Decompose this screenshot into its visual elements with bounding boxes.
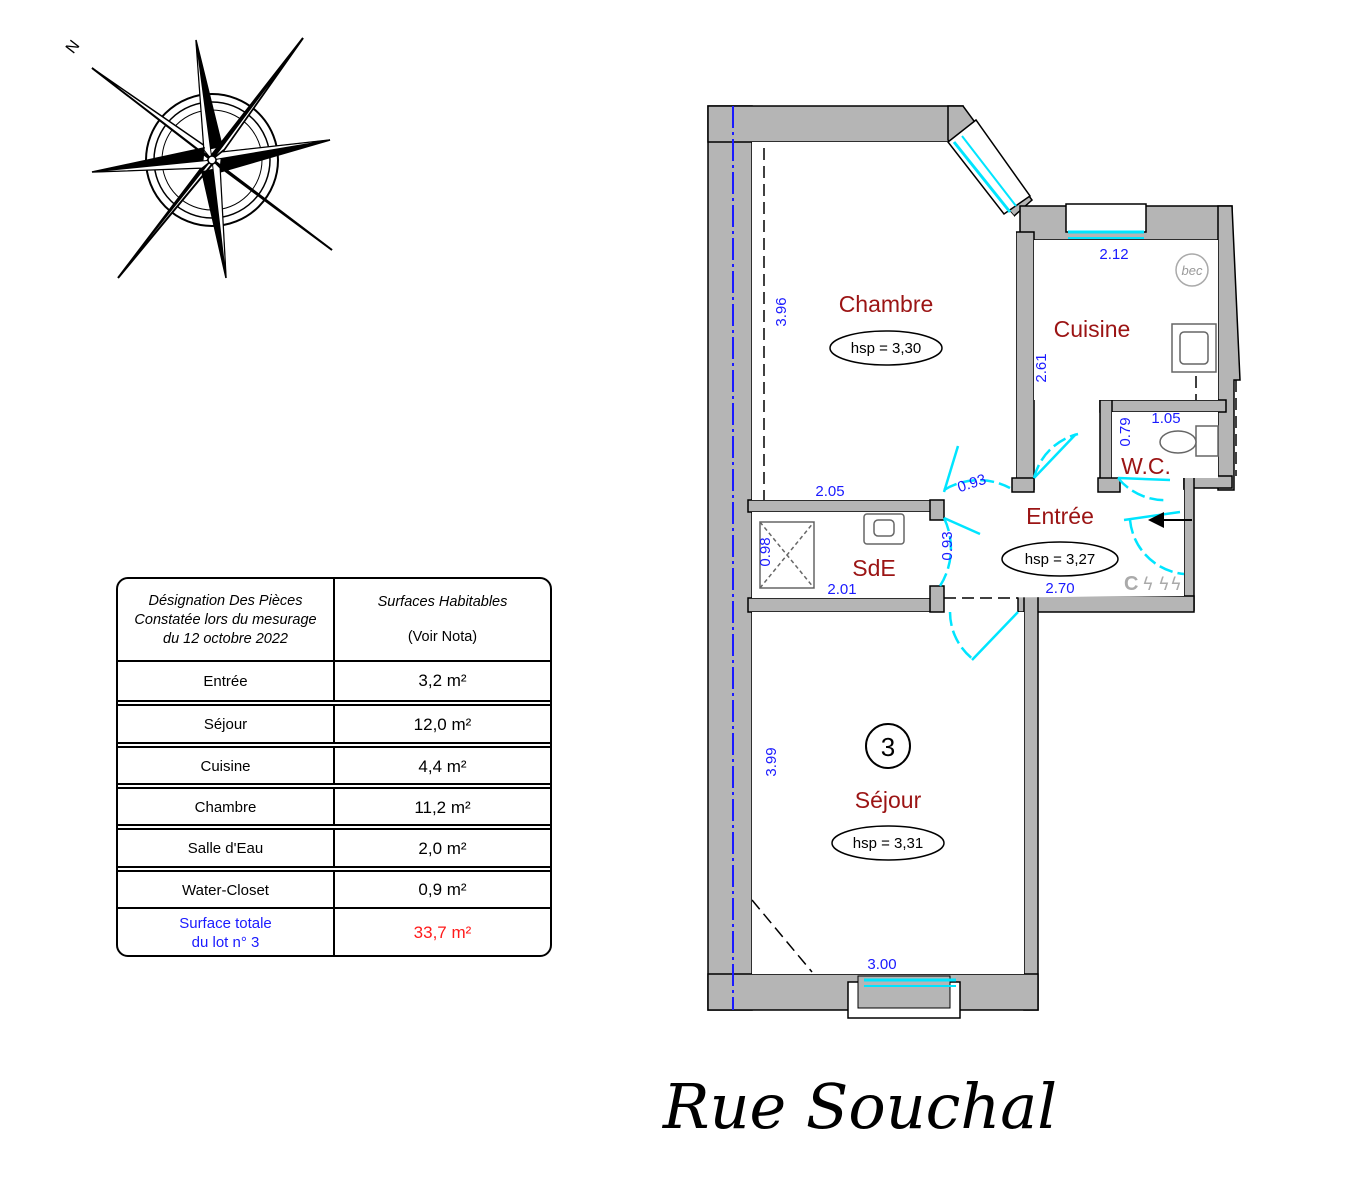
svg-text:ϟ: ϟ bbox=[1158, 574, 1170, 595]
total-label: Surface totale du lot n° 3 bbox=[118, 909, 335, 955]
total-value: 33,7 m² bbox=[413, 923, 472, 942]
lot-number-badge bbox=[865, 723, 911, 769]
dim-sejour-height: 3.99 bbox=[763, 747, 780, 776]
room-label-sejour: Séjour bbox=[855, 787, 922, 813]
table-total-row: Surface totale du lot n° 3 33,7 m² bbox=[118, 909, 550, 955]
dim-cuisine-height: 2.61 bbox=[1033, 353, 1050, 382]
header-designation-line1: Désignation Des Pièces bbox=[148, 592, 303, 609]
table-row: Salle d'Eau 2,0 m² bbox=[118, 830, 550, 867]
row-name: Entrée bbox=[118, 662, 335, 700]
lot-number: 3 bbox=[881, 732, 895, 762]
table-row: Entrée 3,2 m² bbox=[118, 662, 550, 700]
row-value: 3,2 m² bbox=[418, 671, 467, 690]
row-value: 0,9 m² bbox=[418, 880, 467, 899]
fixtures bbox=[759, 323, 1219, 589]
hsp-chambre: hsp = 3,30 bbox=[851, 340, 921, 357]
street-name: Rue Souchal bbox=[662, 1070, 1057, 1143]
compass-rose-icon bbox=[91, 37, 333, 279]
header-surfaces-line2: (Voir Nota) bbox=[407, 629, 478, 645]
dim-sejour-width: 3.00 bbox=[867, 956, 896, 973]
total-label-line1: Surface totale bbox=[179, 915, 272, 932]
dim-sde-width: 2.01 bbox=[827, 581, 856, 598]
entrance-arrow-icon bbox=[1148, 512, 1192, 528]
dim-sde-door: 0.93 bbox=[939, 531, 956, 560]
row-name: Salle d'Eau bbox=[118, 830, 335, 867]
dim-chambre-width: 2.05 bbox=[815, 483, 844, 500]
room-floors bbox=[752, 142, 1218, 974]
header-surfaces-line1: Surfaces Habitables bbox=[377, 594, 508, 610]
room-label-wc: W.C. bbox=[1121, 453, 1171, 479]
toilet-bowl-icon bbox=[1159, 430, 1197, 454]
door-jambs bbox=[929, 477, 1121, 613]
table-row: Cuisine 4,4 m² bbox=[118, 748, 550, 785]
windows bbox=[847, 118, 1147, 1019]
header-surfaces: Surfaces Habitables (Voir Nota) bbox=[335, 579, 550, 661]
row-value: 11,2 m² bbox=[414, 797, 471, 817]
room-label-chambre: Chambre bbox=[839, 291, 934, 317]
row-name: Chambre bbox=[118, 789, 335, 826]
boiler-icon: bec bbox=[1175, 253, 1209, 287]
dim-wc-height: 0.79 bbox=[1117, 417, 1134, 446]
dim-wc-width: 1.05 bbox=[1151, 410, 1180, 427]
sink-icon bbox=[1171, 323, 1217, 373]
washbasin-icon bbox=[863, 513, 905, 545]
bec-label: bec bbox=[1182, 263, 1203, 278]
table-row: Chambre 11,2 m² bbox=[118, 789, 550, 826]
room-label-entree: Entrée bbox=[1026, 503, 1094, 529]
dim-sde-height: 0.98 bbox=[757, 537, 774, 566]
row-value: 2,0 m² bbox=[418, 838, 467, 858]
dim-cuisine-window: 2.12 bbox=[1099, 246, 1128, 263]
svg-text:ϟ: ϟ bbox=[1142, 574, 1154, 595]
compass-north-label: N bbox=[63, 37, 84, 57]
dim-entree-width: 2.70 bbox=[1045, 580, 1074, 597]
row-name: Séjour bbox=[118, 706, 335, 743]
table-row: Water-Closet 0,9 m² bbox=[118, 872, 550, 908]
hsp-sejour: hsp = 3,31 bbox=[853, 835, 923, 852]
table-header: Désignation Des Pièces Constatée lors du… bbox=[118, 579, 550, 661]
doors bbox=[938, 432, 1185, 661]
header-designation-line2: Constatée lors du mesurage bbox=[134, 611, 317, 628]
hsp-badge-chambre bbox=[829, 330, 943, 366]
hsp-badge-sejour bbox=[831, 825, 945, 861]
electric-meter-icon: C ϟ ϟ ϟ bbox=[1124, 573, 1182, 595]
row-name: Cuisine bbox=[118, 748, 335, 785]
table-row: Séjour 12,0 m² bbox=[118, 706, 550, 743]
header-designation: Désignation Des Pièces Constatée lors du… bbox=[118, 579, 335, 661]
row-name: Water-Closet bbox=[118, 872, 335, 908]
row-value: 4,4 m² bbox=[418, 756, 467, 776]
hsp-badge-entree bbox=[1001, 541, 1119, 577]
toilet-tank-icon bbox=[1195, 425, 1219, 457]
meter-label: C bbox=[1124, 573, 1138, 595]
room-label-sde: SdE bbox=[852, 555, 895, 581]
dim-chambre-height: 3.96 bbox=[773, 297, 790, 326]
row-value: 12,0 m² bbox=[413, 714, 472, 734]
total-label-line2: du lot n° 3 bbox=[191, 934, 260, 951]
surface-table: Désignation Des Pièces Constatée lors du… bbox=[116, 577, 552, 957]
svg-text:ϟ: ϟ bbox=[1170, 574, 1182, 595]
room-label-cuisine: Cuisine bbox=[1054, 316, 1131, 342]
header-designation-line3: du 12 octobre 2022 bbox=[163, 630, 288, 647]
hsp-entree: hsp = 3,27 bbox=[1025, 551, 1095, 568]
